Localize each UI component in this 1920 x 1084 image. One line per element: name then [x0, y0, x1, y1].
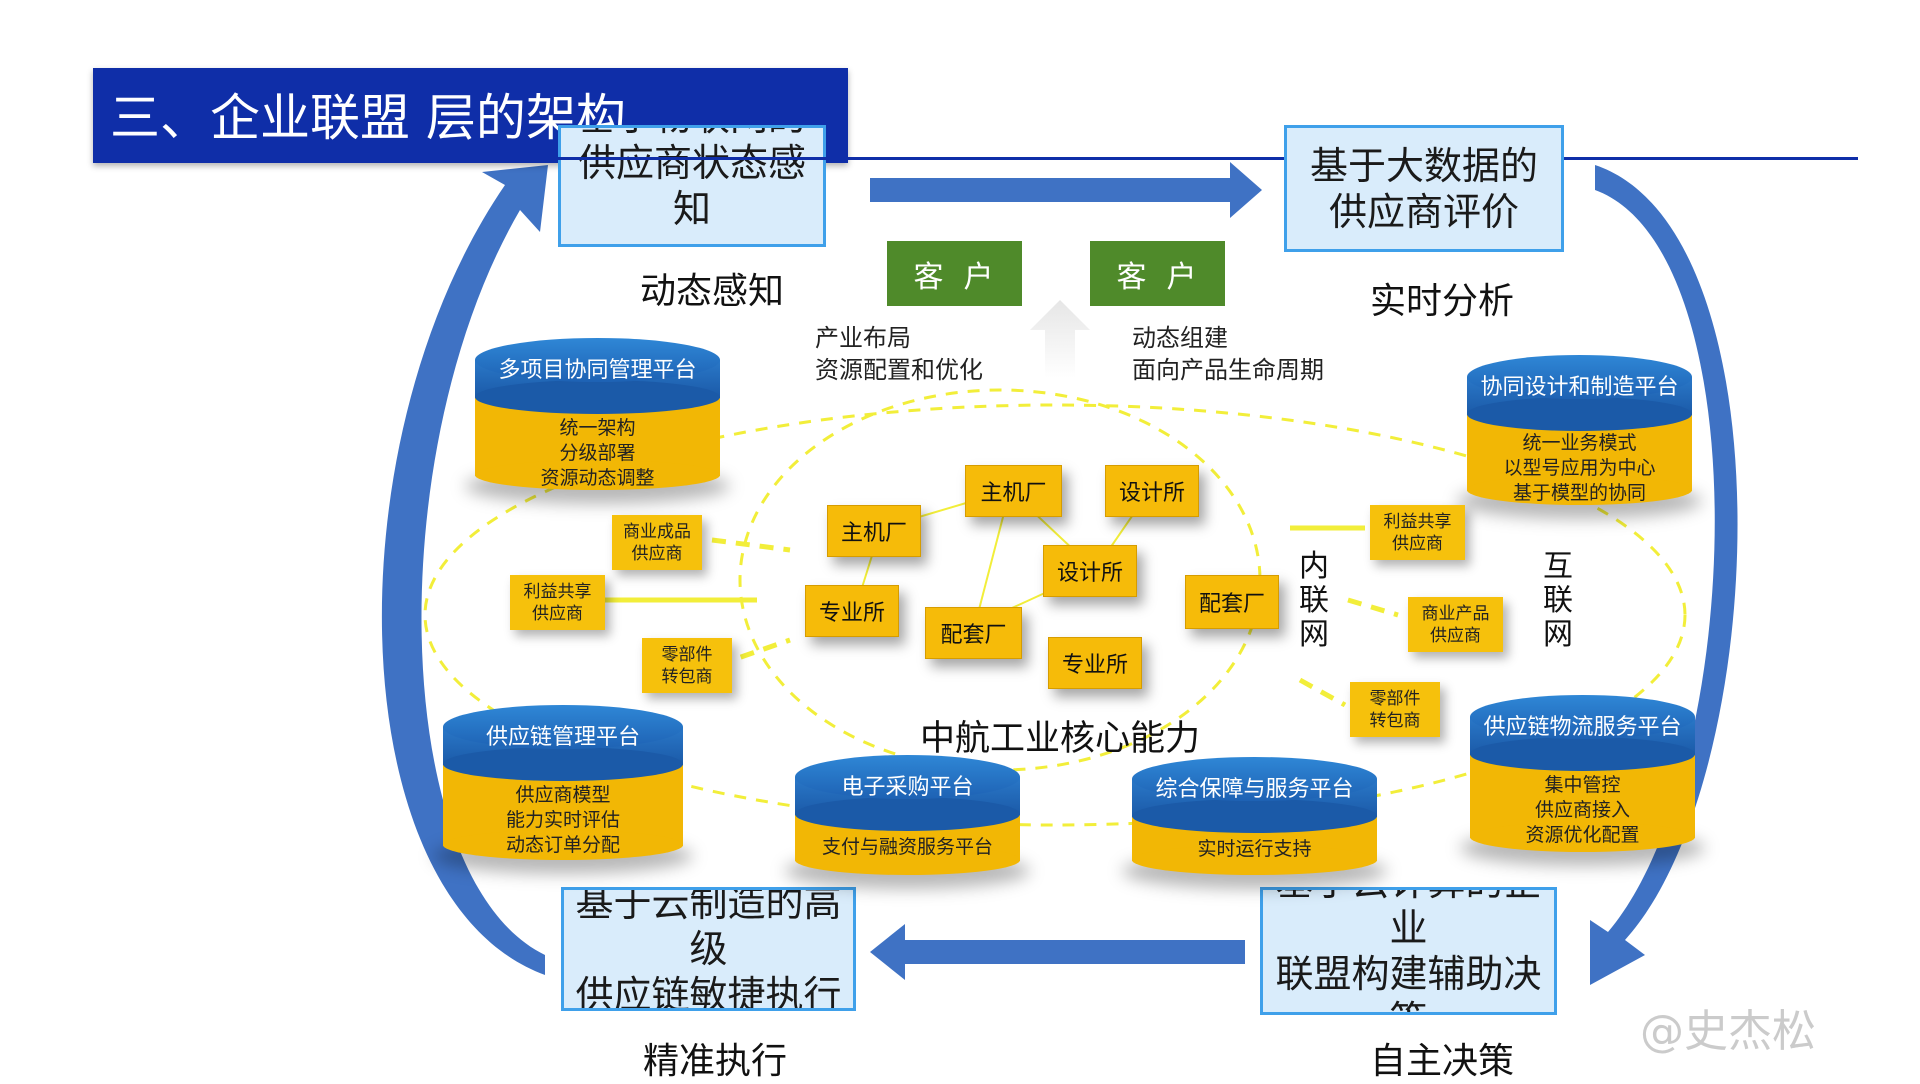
left-cycle-arrow: [381, 165, 548, 975]
platform-line: 资源优化配置: [1525, 824, 1640, 846]
stage-autonomous-decision: 自主决策: [1370, 1041, 1515, 1082]
supplier-line: 商业成品: [623, 521, 691, 542]
core-node-supplier-1: 配套厂: [925, 607, 1022, 659]
cloud-computing-decision-text: 基于云计算的企业 联盟构建辅助决策: [1275, 890, 1542, 1012]
internet-char: 网: [1543, 617, 1573, 652]
supplier-commercial-finished: 商业成品 供应商: [612, 515, 702, 570]
bigdata-supplier-eval-box: 基于大数据的 供应商评价: [1284, 125, 1564, 252]
core-node-oem-2: 主机厂: [827, 505, 921, 557]
platform-line: 以型号应用为中心: [1503, 457, 1656, 479]
platform-line: 统一架构: [559, 417, 636, 439]
customer-up-arrow: [1030, 300, 1090, 378]
intranet-char: 内: [1299, 549, 1329, 584]
core-node-specialty-1: 专业所: [805, 585, 899, 637]
stage-precise-execution: 精准执行: [643, 1041, 788, 1082]
core-capability-label: 中航工业核心能力: [920, 719, 1201, 759]
cloud-mfg-execution-text: 基于云制造的高级 供应链敏捷执行: [575, 887, 842, 1011]
supplier-commercial-product: 商业产品 供应商: [1408, 597, 1503, 652]
supplier-line: 供应商: [532, 603, 583, 624]
core-node-design-1: 设计所: [1105, 465, 1199, 517]
platform-collab-design: 协同设计和制造平台 统一业务模式 以型号应用为中心 基于模型的协同: [1457, 355, 1702, 519]
supplier-line: 转包商: [1369, 710, 1421, 731]
supplier-line: 零部件: [661, 644, 713, 665]
cloud-computing-decision-box: 基于云计算的企业 联盟构建辅助决策: [1260, 887, 1557, 1015]
iot-supplier-status-text: 基于物联网的 供应商状态感知: [577, 128, 806, 231]
platform-line: 支付与融资服务平台: [821, 836, 993, 858]
platform-title: 电子采购平台: [841, 775, 974, 800]
bottom-flow-arrow: [870, 924, 1245, 980]
customer-box-1: 客户: [887, 241, 1022, 306]
platform-e-procurement: 电子采购平台 支付与融资服务平台: [785, 755, 1030, 889]
supplier-parts-subcontractor-right: 零部件 转包商: [1350, 682, 1440, 737]
platform-title: 供应链管理平台: [485, 725, 640, 750]
intranet-char: 联: [1299, 583, 1329, 618]
iot-supplier-status-box: 基于物联网的 供应商状态感知: [558, 125, 826, 247]
platform-line: 基于模型的协同: [1512, 482, 1646, 504]
core-node-design-2: 设计所: [1043, 545, 1137, 597]
page-title: 三、企业联盟 层的架构: [110, 89, 626, 147]
platform-support-service: 综合保障与服务平台 实时运行支持: [1122, 757, 1387, 889]
supplier-profit-sharing-right: 利益共享 供应商: [1370, 505, 1465, 560]
customer-box-2: 客户: [1090, 241, 1225, 306]
core-node-specialty-2: 专业所: [1048, 637, 1142, 689]
internet-char: 联: [1543, 583, 1573, 618]
platform-title: 协同设计和制造平台: [1480, 375, 1679, 400]
supplier-profit-sharing-left: 利益共享 供应商: [510, 575, 605, 630]
supplier-line: 零部件: [1369, 688, 1421, 709]
title-underline: [93, 157, 1858, 160]
cloud-mfg-execution-box: 基于云制造的高级 供应链敏捷执行: [561, 887, 856, 1011]
platform-line: 统一业务模式: [1522, 432, 1637, 454]
platform-logistics: 供应链物流服务平台 集中管控 供应商接入 资源优化配置: [1460, 695, 1705, 866]
platform-line: 供应商接入: [1534, 799, 1630, 821]
supplier-line: 利益共享: [1383, 511, 1452, 532]
supplier-line: 供应商: [1430, 625, 1481, 646]
platform-line: 供应商模型: [515, 784, 611, 806]
platform-line: 分级部署: [559, 442, 636, 464]
internet-label: 互 联 网: [1540, 550, 1576, 652]
platform-title: 综合保障与服务平台: [1155, 777, 1354, 802]
platform-line: 集中管控: [1544, 774, 1621, 796]
supplier-line: 利益共享: [523, 581, 592, 602]
stage-dynamic-sensing: 动态感知: [640, 271, 785, 312]
platform-line: 能力实时评估: [505, 809, 620, 831]
core-node-supplier-2: 配套厂: [1185, 575, 1279, 629]
supplier-line: 供应商: [631, 543, 683, 564]
supplier-parts-subcontractor-left: 零部件 转包商: [642, 638, 732, 693]
platform-line: 资源动态调整: [540, 467, 655, 489]
platform-line: 动态订单分配: [505, 834, 620, 856]
platform-title: 多项目协同管理平台: [498, 358, 697, 383]
supplier-line: 供应商: [1392, 533, 1443, 554]
right-cycle-arrow: [1590, 165, 1738, 985]
intranet-char: 网: [1299, 617, 1329, 652]
customer-note-right: 动态组建 面向产品生命周期: [1132, 324, 1324, 384]
watermark: @史杰松: [1640, 1006, 1816, 1057]
platform-line: 实时运行支持: [1197, 838, 1312, 860]
supplier-line: 商业产品: [1421, 603, 1490, 624]
supplier-line: 转包商: [661, 666, 713, 687]
top-flow-arrow: [870, 162, 1262, 218]
platform-supply-chain-mgmt: 供应链管理平台 供应商模型 能力实时评估 动态订单分配: [433, 705, 693, 874]
internet-char: 互: [1543, 549, 1573, 584]
outer-network-ellipse: [423, 403, 1687, 827]
bigdata-supplier-eval-text: 基于大数据的 供应商评价: [1309, 143, 1538, 234]
customer-note-left: 产业布局 资源配置和优化: [815, 324, 983, 384]
stage-realtime-analysis: 实时分析: [1370, 281, 1515, 322]
platform-title: 供应链物流服务平台: [1483, 715, 1682, 740]
core-node-oem-1: 主机厂: [965, 465, 1062, 517]
intranet-label: 内 联 网: [1296, 550, 1332, 652]
platform-multi-project: 多项目协同管理平台 统一架构 分级部署 资源动态调整: [465, 338, 730, 504]
